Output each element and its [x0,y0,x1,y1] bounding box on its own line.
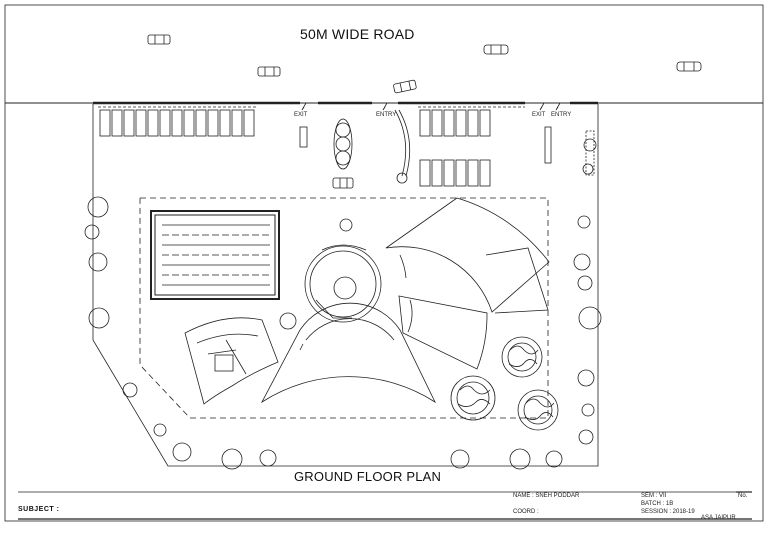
swimming-pool [150,210,280,300]
parking-row-right-bottom [419,159,491,187]
exit-label: EXIT [294,112,308,118]
exit-label: EXIT [532,112,546,118]
sheet-border [4,4,764,522]
entry-pathway [394,109,411,184]
landscape-feature [517,389,559,431]
fan-wing-northeast [385,197,550,314]
session-line: SESSION : 2018-19 [641,509,695,515]
road-car [676,61,702,72]
landscape-feature [501,336,543,378]
setback-line [139,197,549,419]
entry-label: ENTRY [376,112,397,118]
side-parking [299,126,595,176]
site-boundary-wall [92,104,599,467]
fan-wing-east [398,295,488,370]
road-car [257,66,281,77]
semester-line: SEM : VII [641,493,667,499]
sheet-number-label: No. [738,493,748,499]
parking-row-right-top [418,106,525,137]
site-trees [84,138,602,470]
block-southwest [184,317,279,405]
gate-symbols [301,102,561,111]
landscape-feature [450,375,496,421]
coordinator-label: COORD : [513,509,539,515]
institute-name: ASA JAIPUR [701,515,736,521]
central-rotunda [279,218,382,330]
drive-island [333,118,353,170]
dropoff-car [332,177,354,189]
subject-label: SUBJECT : [18,506,60,513]
parking-row-left [98,106,258,137]
road-car [393,79,417,94]
student-name: NAME : SNEH PODDAR [513,493,580,499]
road-car [483,44,509,55]
road-car [147,34,171,45]
batch-line: BATCH : 1B [641,501,674,507]
entry-label: ENTRY [551,112,572,118]
auditorium-fan [260,302,436,404]
road-title: 50M WIDE ROAD [300,26,415,42]
plan-title: GROUND FLOOR PLAN [294,469,442,484]
